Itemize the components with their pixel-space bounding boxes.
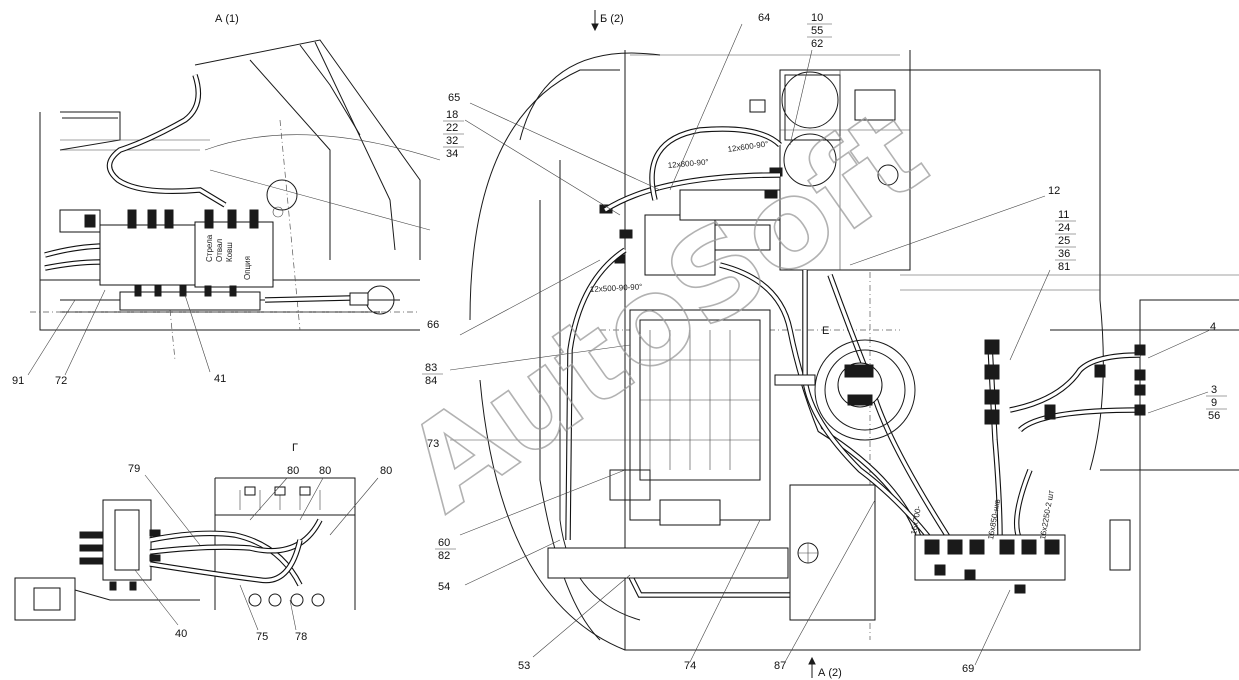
hose-note-3: 12х500-90-90° [590,282,643,294]
callout-12: 12 [1048,185,1060,197]
callout-80-b: 80 [319,465,331,477]
view-e-title: Е [822,325,829,337]
callout-66: 66 [427,319,439,331]
callout-36: 36 [1058,248,1070,260]
hose-note-1: 12х600-90° [727,139,769,154]
callout-62: 62 [811,38,823,50]
callout-83: 83 [425,362,437,374]
callout-64: 64 [758,12,770,24]
valve-label-bucket: Ковш [225,242,234,262]
callout-4: 4 [1210,321,1216,333]
callout-78: 78 [295,631,307,643]
hose-note-6: 16х2250-2 шт [1038,489,1056,540]
callout-25: 25 [1058,235,1070,247]
callout-65: 65 [448,92,460,104]
callout-10: 10 [811,12,823,24]
callout-53: 53 [518,660,530,672]
view-a1-detail: А (1) [12,13,441,387]
callout-11: 11 [1058,209,1069,221]
callout-56: 56 [1208,410,1220,422]
callout-3: 3 [1211,384,1217,396]
callout-55: 55 [811,25,823,37]
callout-73: 73 [427,438,439,450]
callout-84: 84 [425,375,437,387]
hose-note-2: 12х800-90° [667,157,709,170]
callout-34: 34 [446,148,458,160]
main-view: Б (2) А (2) [422,10,1239,679]
callout-18: 18 [446,109,458,121]
valve-label-blade: Отвал [215,239,224,262]
valve-label-option: Опция [243,256,252,280]
callout-82: 82 [438,550,450,562]
callout-72: 72 [55,375,67,387]
view-g-title: Г [292,442,298,454]
callout-75: 75 [256,631,268,643]
callout-91: 91 [12,375,24,387]
view-b2-title: Б (2) [600,13,624,25]
callout-54: 54 [438,581,450,593]
callout-9: 9 [1211,397,1217,409]
callout-41: 41 [214,373,226,385]
callout-74: 74 [684,660,696,672]
view-a1-title: А (1) [215,13,239,25]
callout-81: 81 [1058,261,1070,273]
callout-87: 87 [774,660,786,672]
valve-label-boom: Стрела [205,234,214,262]
view-a2-title: А (2) [818,667,842,679]
callout-79: 79 [128,463,140,475]
callout-40: 40 [175,628,187,640]
callout-69: 69 [962,663,974,675]
callout-24: 24 [1058,222,1070,234]
view-g-detail: Г [14,442,392,643]
callout-60: 60 [438,537,450,549]
callout-22: 22 [446,122,458,134]
callout-80-c: 80 [380,465,392,477]
callout-80-a: 80 [287,465,299,477]
callout-32: 32 [446,135,458,147]
